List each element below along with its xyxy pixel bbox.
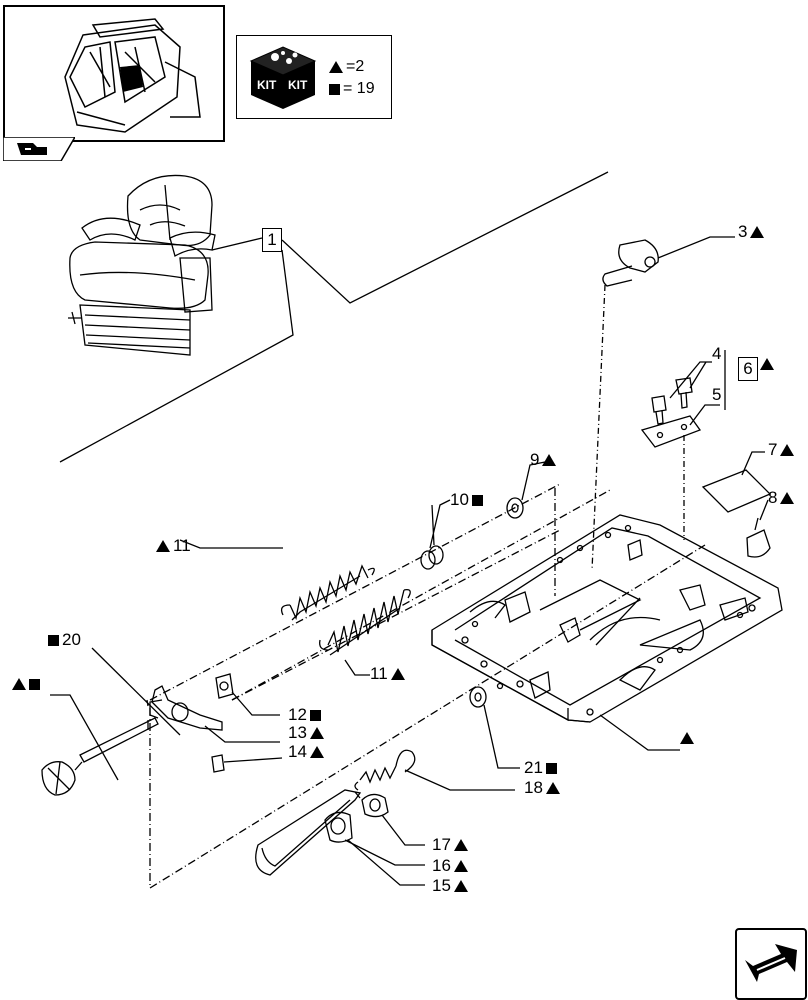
kit-label-left: KIT <box>257 78 277 92</box>
callout-13-label: 13 <box>288 723 307 742</box>
callout-14-label: 14 <box>288 742 307 761</box>
triangle-marker <box>453 860 468 872</box>
square-marker <box>309 709 321 721</box>
callout-15-label: 15 <box>432 876 451 895</box>
kit-legend: KIT KIT =2 = 19 <box>236 35 392 119</box>
callout-18[interactable]: 18 <box>524 778 560 798</box>
lever-knob-part-3 <box>602 236 735 287</box>
pad-part-7 <box>701 469 772 513</box>
callout-20-label: 20 <box>62 630 81 649</box>
callout-11-right-label: 11 <box>370 664 388 683</box>
kit-legend-triangle-row: =2 <box>329 58 364 76</box>
callout-handle-markers <box>12 678 40 690</box>
kit-square-count: = 19 <box>343 80 375 97</box>
callout-13[interactable]: 13 <box>288 723 324 743</box>
triangle-marker <box>309 746 324 758</box>
triangle-marker <box>390 668 405 680</box>
triangle-marker <box>545 782 560 794</box>
washer-part-9 <box>506 497 524 519</box>
callout-7-label: 7 <box>768 440 778 459</box>
bumper-part-8 <box>746 517 771 558</box>
spring-part-11-upper <box>179 539 375 621</box>
pin-part-17 <box>361 793 425 846</box>
thumbnail-tab[interactable] <box>2 136 77 162</box>
strap-part-15 <box>255 789 425 886</box>
triangle-marker <box>329 61 343 73</box>
square-marker <box>545 762 557 774</box>
seat-frame <box>431 514 783 751</box>
callout-17-label: 17 <box>432 835 451 854</box>
callout-15[interactable]: 15 <box>432 876 468 896</box>
callout-6-marker <box>760 358 774 370</box>
square-marker <box>48 634 59 646</box>
callout-5-label: 5 <box>712 385 722 404</box>
next-page-button[interactable] <box>735 928 807 1000</box>
bracket-part-12 <box>215 673 234 699</box>
callout-7[interactable]: 7 <box>768 440 795 460</box>
callout-14[interactable]: 14 <box>288 742 324 762</box>
triangle-marker <box>453 880 468 892</box>
kit-triangle-count: =2 <box>346 58 365 75</box>
handle-knob <box>41 694 159 796</box>
callout-9[interactable]: 9 <box>530 450 557 470</box>
callout-21-label: 21 <box>524 758 543 777</box>
triangle-marker <box>453 839 468 851</box>
triangle-marker <box>156 540 170 552</box>
triangle-marker <box>780 444 795 456</box>
callout-3[interactable]: 3 <box>738 222 765 242</box>
next-page-arrow-icon <box>745 944 797 982</box>
triangle-marker <box>750 226 765 238</box>
callout-10-label: 10 <box>450 490 469 509</box>
callout-11-right[interactable]: 11 <box>370 664 405 684</box>
callout-6[interactable]: 6 <box>738 357 758 381</box>
callout-8-label: 8 <box>768 488 778 507</box>
triangle-marker <box>309 727 324 739</box>
kit-legend-square-row: = 19 <box>329 80 375 98</box>
spring-part-11-lower <box>319 589 411 676</box>
tractor-cab-thumbnail-icon <box>64 18 201 133</box>
callout-12[interactable]: 12 <box>288 705 321 725</box>
spring-part-18 <box>354 749 515 791</box>
triangle-marker <box>780 492 795 504</box>
triangle-marker <box>680 732 694 744</box>
seat-icon <box>68 174 216 356</box>
bolts-part-4 <box>640 361 720 448</box>
tractor-cab-thumbnail[interactable] <box>3 5 225 142</box>
callout-21[interactable]: 21 <box>524 758 557 778</box>
callout-9-label: 9 <box>530 450 540 469</box>
callout-4[interactable]: 4 <box>712 344 721 364</box>
callout-8[interactable]: 8 <box>768 488 795 508</box>
callout-18-label: 18 <box>524 778 543 797</box>
callout-12-label: 12 <box>288 705 307 724</box>
triangle-marker <box>760 358 774 370</box>
triangle-marker <box>12 678 26 690</box>
callout-4-label: 4 <box>712 344 722 363</box>
kit-label-right: KIT <box>288 78 308 92</box>
lever-part-13 <box>149 685 280 743</box>
screw-part-14 <box>211 754 225 773</box>
callout-17[interactable]: 17 <box>432 835 468 855</box>
bushing-part-16 <box>324 811 425 866</box>
callout-1[interactable]: 1 <box>262 228 282 252</box>
callout-3-label: 3 <box>738 222 748 241</box>
triangle-marker <box>542 454 557 466</box>
callout-16[interactable]: 16 <box>432 856 468 876</box>
callout-frame-marker <box>680 732 694 744</box>
callout-10[interactable]: 10 <box>450 490 483 510</box>
square-marker <box>471 494 483 506</box>
callout-16-label: 16 <box>432 856 451 875</box>
kit-box-icon: KIT KIT <box>249 46 317 109</box>
callout-11-left[interactable]: 11 <box>156 536 191 556</box>
callout-20[interactable]: 20 <box>48 630 81 650</box>
square-marker <box>29 678 40 690</box>
callout-5[interactable]: 5 <box>712 385 721 405</box>
callout-11-left-label: 11 <box>173 536 191 555</box>
square-marker <box>329 83 340 95</box>
